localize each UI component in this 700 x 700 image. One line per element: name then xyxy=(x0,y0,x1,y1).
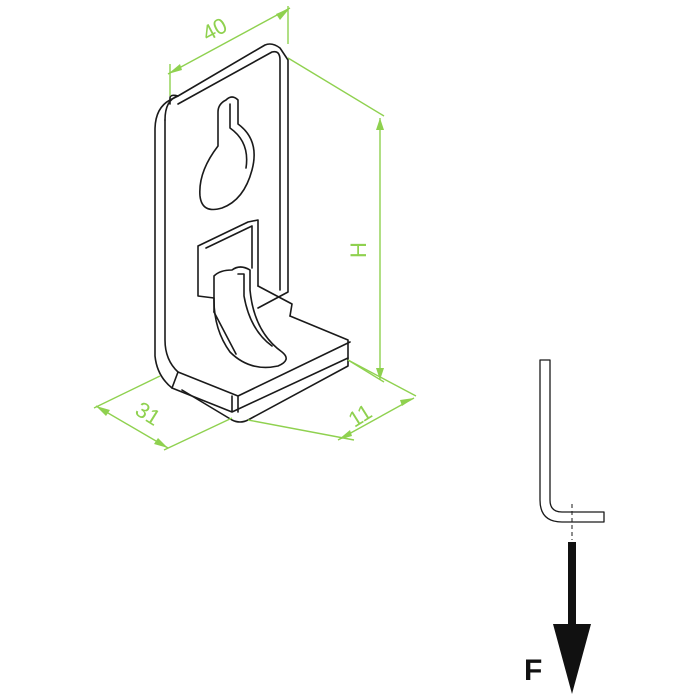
side-profile xyxy=(539,359,605,523)
back-plate-front-face xyxy=(164,50,281,373)
force-arrow-shaft xyxy=(568,542,576,634)
dim-11-extension-bottom xyxy=(247,419,355,441)
hook-tongue xyxy=(213,266,287,369)
dim-11-label: 11 xyxy=(344,399,377,432)
slot-base-cut xyxy=(213,285,293,355)
dim-40-label: 40 xyxy=(198,13,231,47)
hook-tongue-inner xyxy=(237,273,273,347)
dim-40-arrow-right xyxy=(276,8,290,20)
dim-40-line xyxy=(167,7,291,75)
base-plate-front-edge xyxy=(181,357,349,423)
dim-40-arrow-left xyxy=(168,64,182,74)
force-arrow xyxy=(553,542,591,694)
dim-h-arrow-top xyxy=(376,118,384,130)
dim-31-arrow-back xyxy=(96,406,110,416)
l-profile-outline xyxy=(539,359,605,523)
back-plate-outline xyxy=(164,43,289,309)
dim-11-extension-top xyxy=(347,359,417,397)
force-arrow-head xyxy=(553,624,591,694)
dimension-arrowheads xyxy=(96,8,414,448)
dim-11-arrow-low xyxy=(338,430,352,440)
dim-11-arrow-high xyxy=(400,398,414,406)
dim-h-arrow-bottom xyxy=(376,368,384,380)
dim-31-extension-back xyxy=(93,375,161,409)
dim-h-label: H xyxy=(346,242,371,258)
plate-left-thickness xyxy=(154,95,179,389)
force-label: F xyxy=(524,654,542,687)
base-plate xyxy=(171,315,351,413)
bracket-drawing xyxy=(154,43,351,423)
dim-31-extension-front xyxy=(163,417,233,451)
t-slot-outline xyxy=(197,219,259,313)
dim-31-label: 31 xyxy=(131,397,165,431)
dim-h-extension-top xyxy=(287,57,385,117)
keyhole-inner-edge xyxy=(229,103,248,169)
keyhole-slot xyxy=(199,96,255,211)
dim-31-arrow-front xyxy=(154,438,168,448)
dimension-lines xyxy=(93,6,417,451)
